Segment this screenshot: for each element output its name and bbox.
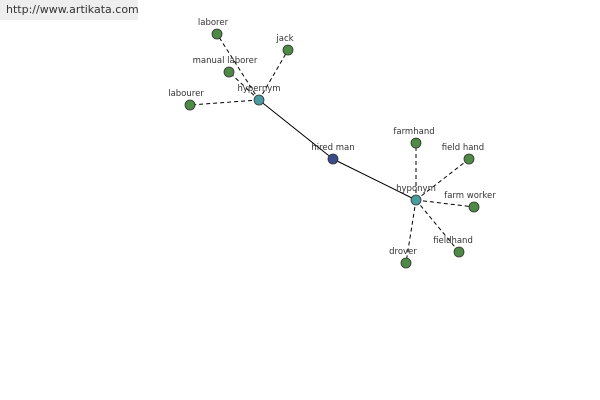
node-drover[interactable]: drover	[389, 247, 417, 269]
node-marker-drover[interactable]	[400, 257, 412, 269]
edge-hyponym-to-farm-worker	[415, 199, 475, 208]
node-marker-labourer[interactable]	[184, 99, 196, 111]
edges-layer	[189, 33, 475, 264]
edge-hypernym-to-jack	[258, 49, 289, 101]
node-label-hired-man[interactable]: hired man	[311, 143, 354, 153]
node-manual-laborer[interactable]: manual laborer	[193, 56, 258, 78]
nodes-layer: hired man hypernym hyponym laborer jack manua…	[168, 18, 496, 269]
node-farmhand[interactable]: farmhand	[393, 127, 435, 149]
node-marker-fieldhand[interactable]	[453, 246, 465, 258]
edge-hypernym-to-labourer	[189, 99, 260, 106]
node-marker-laborer[interactable]	[211, 28, 223, 40]
node-farm-worker[interactable]: farm worker	[444, 191, 496, 213]
node-label-hyponym[interactable]: hyponym	[396, 184, 436, 194]
node-label-fieldhand[interactable]: fieldhand	[433, 236, 473, 246]
node-label-drover[interactable]: drover	[389, 247, 417, 257]
edge-hyponym-to-fieldhand	[415, 199, 460, 253]
node-label-farm-worker[interactable]: farm worker	[444, 191, 496, 201]
node-label-farmhand[interactable]: farmhand	[393, 127, 434, 137]
node-laborer[interactable]: laborer	[198, 18, 229, 40]
node-marker-jack[interactable]	[282, 44, 294, 56]
node-hired-man[interactable]: hired man	[311, 143, 355, 165]
edge-hyponym-to-drover	[405, 199, 417, 264]
node-field-hand[interactable]: field hand	[442, 143, 484, 165]
node-hyponym[interactable]: hyponym	[396, 184, 436, 206]
node-label-labourer[interactable]: labourer	[168, 89, 204, 99]
node-fieldhand[interactable]: fieldhand	[433, 236, 473, 258]
node-label-field-hand[interactable]: field hand	[442, 143, 484, 153]
node-marker-manual-laborer[interactable]	[223, 66, 235, 78]
node-marker-farmhand[interactable]	[410, 137, 422, 149]
node-marker-farm-worker[interactable]	[468, 201, 480, 213]
node-hypernym[interactable]: hypernym	[237, 84, 281, 106]
node-marker-field-hand[interactable]	[463, 153, 475, 165]
node-label-jack[interactable]: jack	[275, 34, 293, 44]
edge-hired-man-to-hypernym	[258, 99, 334, 160]
edge-hypernym-to-laborer	[216, 33, 260, 101]
edge-hired-man-to-hyponym	[332, 158, 417, 201]
node-marker-hyponym[interactable]	[410, 194, 422, 206]
node-marker-hired-man[interactable]	[327, 153, 339, 165]
node-label-manual-laborer[interactable]: manual laborer	[193, 56, 258, 66]
node-labourer[interactable]: labourer	[168, 89, 204, 111]
node-jack[interactable]: jack	[275, 34, 294, 56]
node-label-laborer[interactable]: laborer	[198, 18, 229, 28]
node-label-hypernym[interactable]: hypernym	[237, 84, 280, 94]
source-url-banner[interactable]: http://www.artikata.com	[0, 0, 139, 20]
node-marker-hypernym[interactable]	[253, 94, 265, 106]
